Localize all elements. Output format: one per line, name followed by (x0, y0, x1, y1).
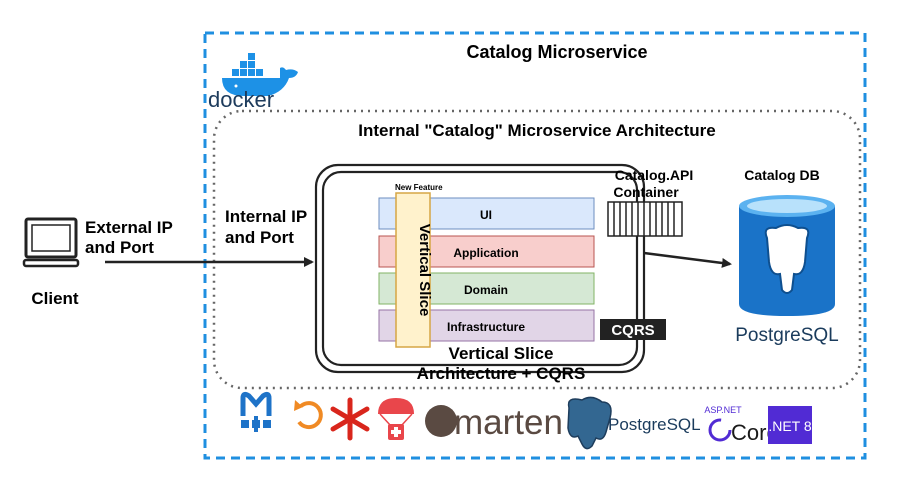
refresh-icon (294, 400, 323, 430)
api-container-inner-border (321, 170, 639, 367)
api-container-outer-border (314, 163, 646, 374)
layer-application-label: Application (453, 246, 518, 260)
vertical-slice-caption-line2: Architecture + CQRS (417, 364, 586, 383)
cqrs-badge (600, 319, 666, 340)
database-cylinder-icon (739, 195, 835, 316)
postgres-elephant-icon (764, 224, 810, 294)
marten-logo-icon (425, 405, 457, 437)
microservice-title: Catalog Microservice (466, 42, 647, 62)
external-ip-label-line2: and Port (85, 238, 154, 257)
dotnet-badge (768, 406, 812, 444)
new-feature-label: New Feature (395, 183, 443, 192)
marten-wordmark: marten (454, 403, 563, 442)
docker-logo: docker (208, 53, 298, 112)
external-ip-label-line1: External IP (85, 218, 173, 237)
db-brand: PostgreSQL (735, 325, 839, 346)
redis-asterisk-icon (330, 397, 370, 441)
postgres-wordmark: PostgreSQL (608, 415, 701, 434)
internal-architecture-boundary (212, 109, 862, 390)
vertical-slice-bar-label: Vertical Slice (416, 224, 433, 317)
microservice-boundary (203, 31, 867, 460)
internal-ip-label-line2: and Port (225, 228, 294, 247)
layer-domain-label: Domain (464, 283, 508, 297)
client-label: Client (31, 289, 79, 308)
layer-infrastructure-label: Infrastructure (447, 320, 525, 334)
vertical-slice-bar (395, 192, 431, 348)
cqrs-label: CQRS (611, 322, 654, 339)
vertical-slice-caption-line1: Vertical Slice (449, 344, 554, 363)
dotnet-label: .NET 8 (768, 418, 812, 434)
internal-ip-label-line1: Internal IP (225, 207, 307, 226)
layer-ui-label: UI (480, 208, 492, 222)
docker-wordmark: docker (208, 87, 274, 112)
postgres-small-elephant-icon (567, 396, 612, 450)
container-to-db-arrow (643, 251, 732, 268)
db-title: Catalog DB (744, 167, 819, 183)
client-monitor-icon (22, 217, 80, 268)
tech-stack: marten PostgreSQL ASP.NET Core .NET 8 (240, 391, 812, 450)
mediatr-icon (240, 391, 272, 432)
aspnet-label: ASP.NET (704, 405, 742, 415)
container-label-line2: Container (613, 184, 679, 200)
docker-whale-icon (222, 53, 298, 96)
aspnet-core-swirl-icon (708, 418, 732, 442)
container-label-line1: Catalog.API (615, 167, 694, 183)
container-icon (607, 201, 683, 237)
internal-architecture-title: Internal "Catalog" Microservice Architec… (358, 121, 716, 140)
parachute-health-icon (378, 398, 414, 440)
